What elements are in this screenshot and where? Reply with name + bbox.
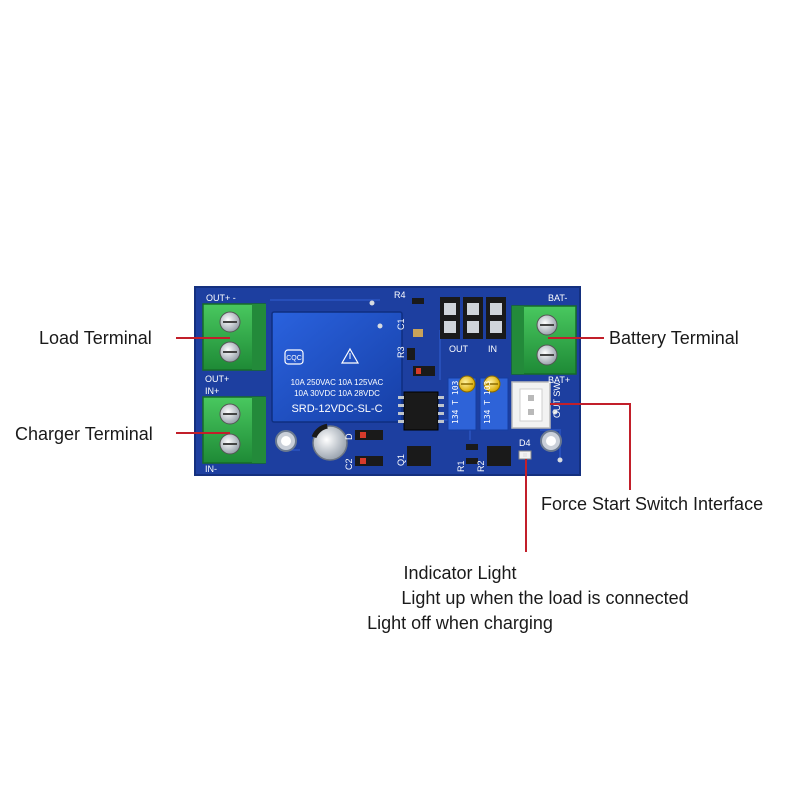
indicator-title: Indicator Light [403, 563, 517, 583]
jumper-headers [440, 297, 506, 339]
smd-components [369, 298, 563, 466]
silk-d4: D4 [519, 438, 531, 448]
relay-rating-line2: 10A 30VDC 10A 28VDC [294, 389, 380, 398]
pot-left-code: 134 T 103 [451, 380, 460, 424]
silk-r4: R4 [394, 290, 406, 300]
load-terminal-label: Load Terminal [39, 328, 152, 348]
silk-in-minus: IN- [205, 464, 217, 474]
mounting-holes [275, 430, 562, 452]
force-start-pointer [550, 403, 631, 490]
charger-terminal-block [202, 396, 266, 464]
pot-right-code: 134 T 103 [483, 380, 492, 424]
silk-out-mid: OUT [449, 344, 469, 354]
silk-q1: Q1 [396, 454, 406, 466]
silk-c2: C2 [344, 458, 354, 470]
battery-terminal-label: Battery Terminal [609, 328, 739, 348]
diodes [355, 366, 435, 466]
silk-in-mid: IN [488, 344, 497, 354]
force-start-connector [511, 381, 551, 429]
silk-r3: R3 [396, 346, 406, 358]
silk-bat-top: BAT- [548, 293, 567, 303]
callout-lines [176, 337, 631, 552]
warning-icon [340, 347, 360, 364]
battery-terminal-block [511, 305, 577, 375]
load-terminal-block [202, 303, 266, 371]
relay: CQC 10A 250VAC 10A 125VAC 10A 30VDC 10A … [271, 311, 403, 423]
capacitor [310, 423, 350, 463]
silk-c1: C1 [396, 318, 406, 330]
relay-model: SRD-12VDC-SL-C [291, 403, 382, 415]
relay-rating-line1: 10A 250VAC 10A 125VAC [291, 378, 384, 387]
indicator-line2: Light off when charging [367, 613, 553, 633]
silk-r1: R1 [456, 460, 466, 472]
silk-bat-plus: BAT+ [548, 375, 570, 385]
indicator-line1: Light up when the load is connected [401, 588, 689, 608]
potentiometer-left: 134 T 103 [447, 375, 477, 431]
relay-brand: CQC [286, 355, 302, 362]
silk-d: D [344, 433, 354, 440]
silk-in-plus: IN+ [205, 386, 219, 396]
ic-chip [398, 391, 444, 431]
charger-terminal-label: Charger Terminal [15, 424, 153, 444]
silk-out-in: OUT+ [205, 374, 229, 384]
force-start-label: Force Start Switch Interface [541, 494, 764, 514]
potentiometer-right: 134 T 103 [479, 375, 509, 431]
silk-r2: R2 [476, 460, 486, 472]
indicator-led [518, 450, 532, 460]
silk-out-top: OUT+ - [206, 293, 236, 303]
silk-sw: OUT SW [552, 382, 562, 418]
